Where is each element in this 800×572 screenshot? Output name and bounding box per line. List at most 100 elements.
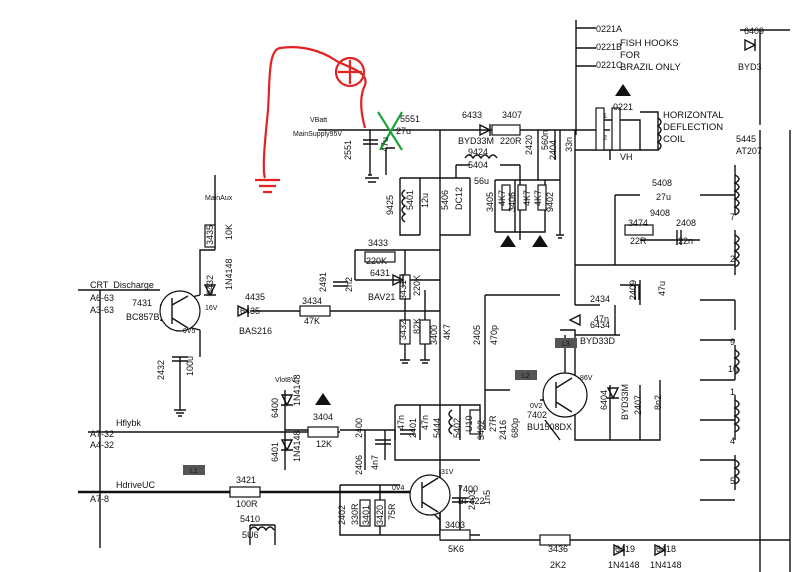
label-2408-value: 22n [678,236,693,246]
label-3432-value: 82K [412,318,422,334]
label-2434-value: 47n [594,314,609,324]
label-6435-value: BAS216 [239,326,272,336]
label-3431-value: 220K [412,275,422,296]
label-7402-value: BU1508DX [527,422,572,432]
label-2400: 2400 [354,418,364,438]
label-3433-value: 220K [366,256,387,266]
label-6401: 6401 [270,442,280,462]
label-3432: 3432 [398,320,408,340]
label-3435: 3435 [205,225,215,245]
warning-icon [615,84,631,96]
label-6404: 6404 [599,390,609,410]
label-l3: L3 [562,341,570,348]
label-2407-value: 8n2 [653,395,663,410]
warning-icon [315,393,331,405]
label-3436: 3436 [548,544,568,554]
label-7400: 7400 [458,484,478,494]
label-2401-value: 47n [396,415,406,430]
warning-icon [500,235,516,247]
label-3421: 3421 [236,475,256,485]
label-3401: 3401 [361,505,371,525]
label-3431: 3431 [398,280,408,300]
label-5402-value: U10 [464,415,474,432]
label-5406-value: DC12 [454,187,464,210]
label-2407: 2407 [633,395,643,415]
label-6419: 6419 [615,544,635,554]
label-6400: 6400 [270,398,280,418]
l2-tag [515,370,537,380]
label-2416-value: 680p [510,418,520,438]
label-2403-value: 1n5 [482,490,492,505]
label-deflection: DEFLECTION [663,122,723,133]
pin-1-transformer: 1 [730,387,735,397]
label-3400: 3400 [429,325,439,345]
label-6431-value: BAV21 [368,292,395,302]
label-l1: L1 [190,468,198,475]
label-86v: 86V [580,375,593,382]
label-2408: 2408 [676,218,696,228]
label-2405: 2405 [472,325,482,345]
label-5406: 5406 [440,190,450,210]
warning-icons [315,84,631,405]
label-2551-value: 47u [380,137,390,152]
label-2551: 2551 [343,140,353,160]
label-3402: 3402 [476,420,486,440]
label-5410: 5410 [240,514,260,524]
label-2401: 2401 [408,418,418,438]
label-6400-value: 1N4148 [292,374,302,406]
label-3403: 3403 [445,520,465,530]
label-5404-value: 56u [474,176,489,186]
label-6419-value: 1N4148 [608,560,640,570]
label-6433-value: BYD33M [458,136,494,146]
label-3434-value: 47K [304,316,320,326]
label-brazil: BRAZIL ONLY [620,62,681,73]
red-marker-annotation [255,46,367,194]
label-2402: 2402 [337,505,347,525]
label-0v4: 0V4 [392,485,405,492]
label-3406: 3406 [507,192,517,212]
label-3402-value: 27R [488,415,498,432]
label-3407-value: 220R [500,136,522,146]
label-5408: 5408 [652,178,672,188]
label-a663: A6-63 [90,293,114,303]
label-2434: 2434 [590,294,610,304]
label-6418: 6418 [656,544,676,554]
label-2409-value: 47u [657,281,667,296]
label-3406-value: 4K7 [522,190,532,206]
pin-5: 5 [730,476,735,486]
label-2404-value: 33n [564,137,574,152]
label-7402: 7402 [527,410,547,420]
label-5445: 5445 [736,134,756,144]
label-2406-value: 4n7 [370,455,380,470]
label-6431: 6431 [370,268,390,278]
label-5410-value: 5U6 [242,530,259,540]
label-0221: 0221 [613,102,633,112]
label-2406: 2406 [354,455,364,475]
green-x-annotation [377,111,403,151]
label-6432: 6432 [205,275,215,295]
label-5402: 5402 [452,418,462,438]
label-5408-value: 27u [656,192,671,202]
label-crt-discharge: CRT_Discharge [90,280,154,290]
label-9425: 9425 [385,195,395,215]
pin-2-transformer: 2 [730,254,735,264]
label-3474: 3474 [628,218,648,228]
label-3421-value: 100R [236,499,258,509]
pin-2: 2 [603,135,607,142]
pin-7: 7 [730,212,735,222]
label-3434: 3434 [302,296,322,306]
label-6418-value: 1N4148 [650,560,682,570]
labels: 0221A 0221B 0221C FISH HOOKS FOR BRAZIL … [90,24,764,570]
label-5551: 5551 [400,114,420,124]
label-7431-value: BC857B [126,312,160,322]
label-2432-value: 100u [185,356,195,376]
label-3405: 3405 [485,192,495,212]
label-horizontal: HORIZONTAL [663,110,724,121]
label-9402-value: 4K7 [533,190,543,206]
label-5401-value: 12u [420,193,430,208]
label-3401-value: 330R [350,503,360,525]
pin-9: 9 [730,337,735,347]
label-fish-hooks: FISH HOOKS [620,38,679,49]
